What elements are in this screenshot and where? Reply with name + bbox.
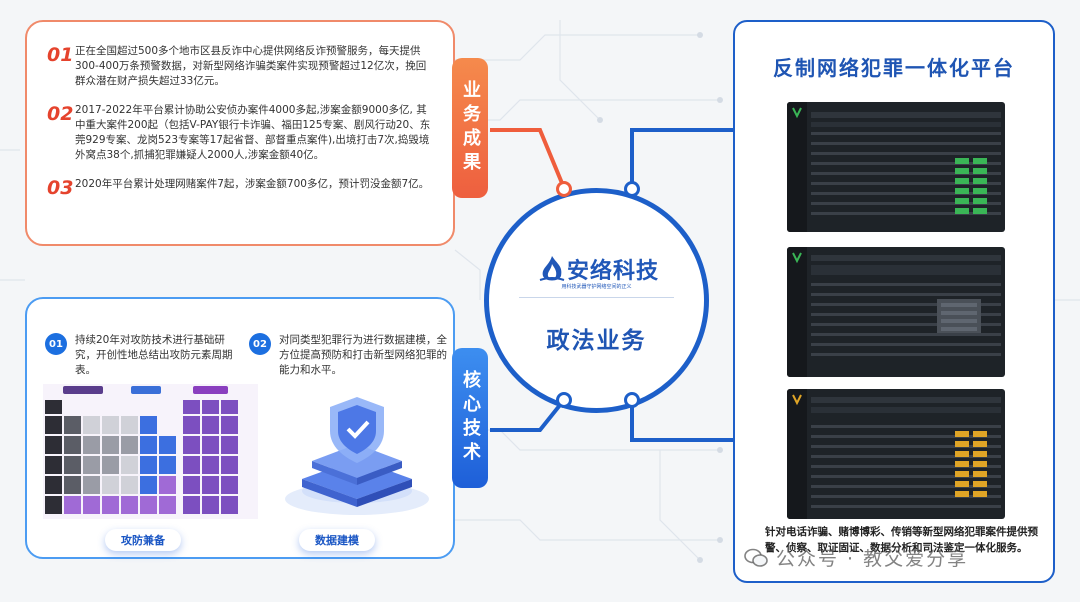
achievement-number: 03 (47, 177, 74, 199)
brand-logo: 安络科技 (537, 253, 659, 285)
divider (519, 297, 674, 298)
watermark: 公众号 · 教父爱分享 (744, 544, 968, 571)
watermark-text: 公众号 · 教父爱分享 (776, 548, 969, 570)
achievement-item-3: 03 2020年平台累计处理网赌案件7起，涉案金额700多亿，预计罚没金额7亿。 (47, 177, 435, 199)
connector-node-orange (556, 181, 572, 197)
attack-defense-pill: 攻防兼备 (105, 529, 181, 551)
platform-title: 反制网络犯罪一体化平台 (773, 56, 1015, 80)
tech-text: 持续20年对攻防技术进行基础研究，开创性地总结出攻防元素周期表。 (75, 334, 233, 376)
center-hub: 安络科技 用科技武器守护网络空间的正义 政法业务 (484, 188, 709, 413)
wechat-icon (744, 548, 768, 567)
dashboard-table-image (792, 252, 1001, 356)
periodic-table-image (43, 384, 258, 519)
tech-item-2: 02 对同类型犯罪行为进行数据建模，全方位提高预防和打击新型网络犯罪的能力和水平… (249, 333, 449, 378)
achievement-text: 2017-2022年平台累计协助公安侦办案件4000多起,涉案金额9000多亿,… (75, 104, 431, 161)
brand-name: 安络科技 (567, 259, 660, 284)
tech-number-badge: 02 (249, 333, 271, 355)
achievement-text: 2020年平台累计处理网赌案件7起，涉案金额700多亿，预计罚没金额7亿。 (75, 178, 430, 190)
platform-screenshot-2 (787, 247, 1005, 377)
connector-node (624, 392, 640, 408)
platform-screenshot-1 (787, 102, 1005, 232)
connector-node (624, 181, 640, 197)
achievement-number: 02 (47, 103, 74, 125)
center-title: 政法业务 (546, 328, 647, 354)
tech-item-1: 01 持续20年对攻防技术进行基础研究，开创性地总结出攻防元素周期表。 (45, 333, 245, 378)
platform-screenshot-3 (787, 389, 1005, 519)
tech-text: 对同类型犯罪行为进行数据建模，全方位提高预防和打击新型网络犯罪的能力和水平。 (279, 334, 447, 376)
platform-panel: 反制网络犯罪一体化平台 (733, 20, 1055, 583)
core-tech-panel: 01 持续20年对攻防技术进行基础研究，开创性地总结出攻防元素周期表。 02 对… (25, 297, 455, 559)
core-tech-tab: 核心技术 (452, 348, 488, 488)
brand-slogan: 用科技武器守护网络空间的正义 (561, 284, 632, 290)
platform-description: 针对电话诈骗、赌博博彩、传销等新型网络犯罪案件提供预警、侦察、取证固证、数据分析… (765, 526, 1038, 554)
data-model-pill: 数据建模 (299, 529, 375, 551)
achievements-panel: 01 正在全国超过500多个地市区县反诈中心提供网络反诈预警服务，每天提供300… (25, 20, 455, 246)
tech-number-badge: 01 (45, 333, 67, 355)
achievement-text: 正在全国超过500多个地市区县反诈中心提供网络反诈预警服务，每天提供300-40… (75, 45, 427, 87)
achievement-number: 01 (47, 44, 74, 66)
achievements-tab: 业务成果 (452, 58, 488, 198)
achievement-item-2: 02 2017-2022年平台累计协助公安侦办案件4000多起,涉案金额9000… (47, 103, 435, 163)
connector-node (556, 392, 572, 408)
flame-logo-icon (539, 256, 565, 281)
shield-model-illustration (285, 397, 429, 515)
dashboard-table-image (792, 394, 1001, 508)
dashboard-table-image (792, 107, 1001, 215)
achievement-item-1: 01 正在全国超过500多个地市区县反诈中心提供网络反诈预警服务，每天提供300… (47, 44, 435, 89)
